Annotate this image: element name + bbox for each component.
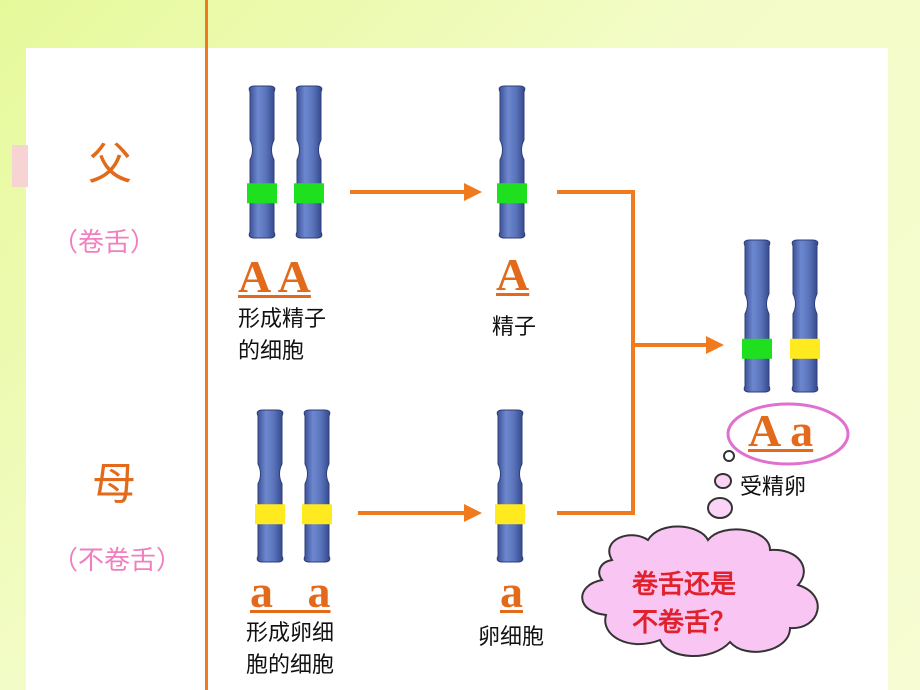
fertilization-arrow-head	[706, 336, 724, 354]
decorative-bar	[12, 145, 28, 187]
thought-bubble-large	[707, 497, 733, 519]
egg-genotype: a	[500, 566, 523, 617]
mother-chromosome-left	[255, 409, 285, 563]
father-chromosome-right	[294, 85, 324, 239]
father-trait-label: （卷舌）	[52, 228, 157, 258]
mother-cell-genotype: a a	[250, 566, 331, 617]
sperm-chromosome	[497, 85, 527, 239]
father-cell-caption-line: 的细胞	[238, 339, 305, 364]
father-to-sperm-arrow-head	[464, 183, 482, 201]
gene-band	[302, 504, 332, 525]
mother-cell-caption: 形成卵细 胞的细胞	[246, 618, 334, 682]
mother-to-egg-arrow-head	[464, 504, 482, 522]
thought-bubble-medium	[714, 473, 732, 489]
mother-cell-caption-line: 胞的细胞	[246, 653, 335, 678]
gene-band	[495, 504, 525, 525]
gene-band	[255, 504, 285, 525]
egg-chromosome	[495, 409, 525, 563]
zygote-genotype: A a	[748, 405, 814, 456]
mother-trait-label: （不卷舌）	[52, 546, 183, 576]
question-line: 不卷舌？	[632, 608, 737, 638]
zygote-chromosome-right	[790, 239, 820, 393]
sperm-genotype: A	[496, 249, 530, 300]
question-line: 卷舌还是	[632, 570, 737, 600]
thought-bubbles	[581, 402, 850, 657]
question-text: 卷舌还是 不卷舌？	[632, 566, 736, 642]
arrow-group	[350, 183, 724, 522]
zygote-highlight-circle	[726, 402, 850, 466]
gene-band	[742, 338, 772, 359]
merge-bracket	[557, 190, 635, 515]
question-cloud	[581, 525, 819, 657]
father-label: 父	[88, 139, 132, 190]
father-cell-caption: 形成精子 的细胞	[238, 304, 326, 368]
gene-band	[497, 183, 527, 204]
mother-label: 母	[92, 459, 136, 510]
zygote-chromosome-left	[742, 239, 772, 393]
father-chromosome-left	[247, 85, 277, 239]
sperm-caption: 精子	[492, 315, 537, 340]
thought-bubble-small	[723, 450, 735, 462]
mother-chromosome-right	[302, 409, 332, 563]
chromosome-group	[247, 85, 820, 563]
gene-band	[790, 338, 820, 359]
gene-band	[294, 183, 324, 204]
father-cell-genotype: A A	[238, 251, 311, 302]
mother-cell-caption-line: 形成卵细	[246, 621, 335, 646]
divider-line	[205, 0, 208, 690]
father-cell-caption-line: 形成精子	[238, 307, 327, 332]
zygote-caption: 受精卵	[740, 475, 807, 500]
gene-band	[247, 183, 277, 204]
egg-caption: 卵细胞	[478, 625, 545, 650]
